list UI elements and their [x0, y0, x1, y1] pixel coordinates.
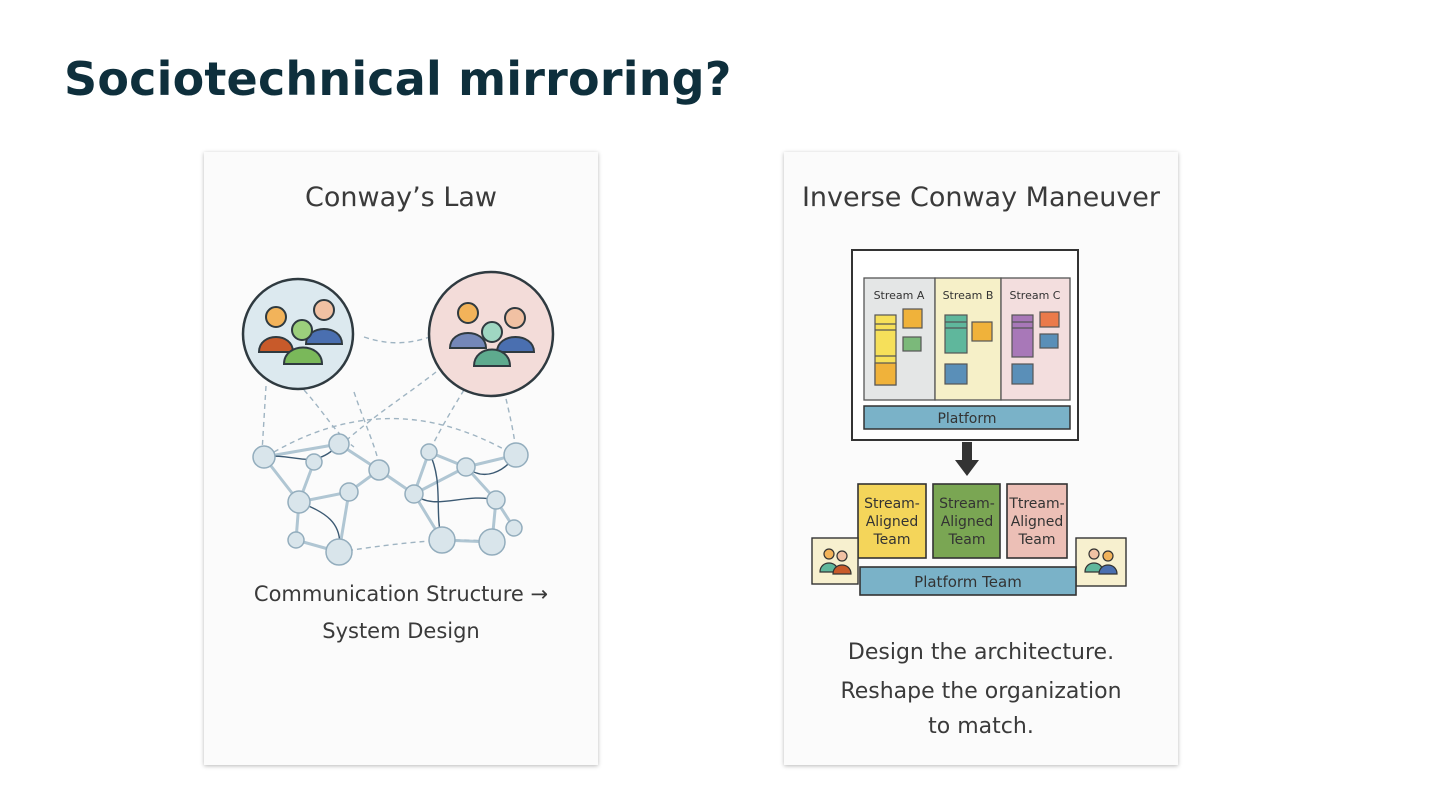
system-network: [252, 433, 529, 566]
people-icon: [819, 548, 852, 575]
team-members-left: [811, 537, 859, 585]
stream-a-label: Stream A: [874, 289, 925, 302]
slide-title: Sociotechnical mirroring?: [64, 52, 732, 106]
svg-text:Team: Team: [1017, 532, 1055, 548]
stream-c-components: [1011, 311, 1060, 385]
conways-law-caption-line1: Communication Structure →: [253, 582, 549, 606]
svg-text:Team: Team: [872, 532, 910, 548]
inverse-conway-title: Inverse Conway Maneuver: [801, 182, 1161, 213]
architecture-frame: Stream A Stream B Stream C: [851, 249, 1079, 441]
team-circle-left: [241, 277, 355, 391]
inverse-conway-card: Inverse Conway Maneuver Stream A Stream …: [784, 152, 1178, 765]
platform-bar: [863, 405, 1071, 430]
stream-aligned-team-3: Ttream- Aligned Team: [1006, 483, 1068, 559]
stream-b-label: Stream B: [943, 289, 994, 302]
inverse-conway-illustration: Stream A Stream B Stream C: [811, 249, 1127, 596]
stream-b-components: [944, 314, 993, 385]
arrow-down-icon: [955, 442, 979, 476]
inverse-conway-caption-line1: Design the architecture.: [847, 640, 1115, 665]
svg-text:Aligned: Aligned: [1011, 514, 1064, 530]
conways-law-card: Conway’s Law: [204, 152, 598, 765]
svg-text:Ttream-: Ttream-: [1008, 496, 1064, 512]
svg-text:Aligned: Aligned: [866, 514, 919, 530]
stream-a-components: [874, 308, 923, 386]
platform-team-bar: Platform Team: [859, 566, 1077, 596]
svg-text:Stream-: Stream-: [939, 496, 995, 512]
team-circle-right: [427, 270, 555, 398]
people-icon: [1084, 548, 1118, 575]
platform-team-label: Platform Team: [914, 573, 1022, 591]
stream-aligned-team-2: Stream- Aligned Team: [932, 483, 1001, 559]
team-members-right: [1075, 537, 1127, 587]
conways-law-illustration: [241, 270, 555, 566]
people-icon: [448, 302, 536, 367]
people-icon: [257, 299, 344, 365]
svg-text:Aligned: Aligned: [941, 514, 994, 530]
inverse-conway-caption-line3: to match.: [928, 714, 1034, 739]
svg-text:Team: Team: [947, 532, 985, 548]
stream-aligned-team-1: Stream- Aligned Team: [857, 483, 927, 559]
svg-text:Stream-: Stream-: [864, 496, 920, 512]
platform-label: Platform: [937, 411, 996, 427]
conways-law-title: Conway’s Law: [305, 182, 497, 213]
conways-law-caption-line2: System Design: [322, 619, 480, 643]
inverse-conway-caption-line2: Reshape the organization: [840, 679, 1122, 704]
stream-c-label: Stream C: [1010, 289, 1061, 302]
